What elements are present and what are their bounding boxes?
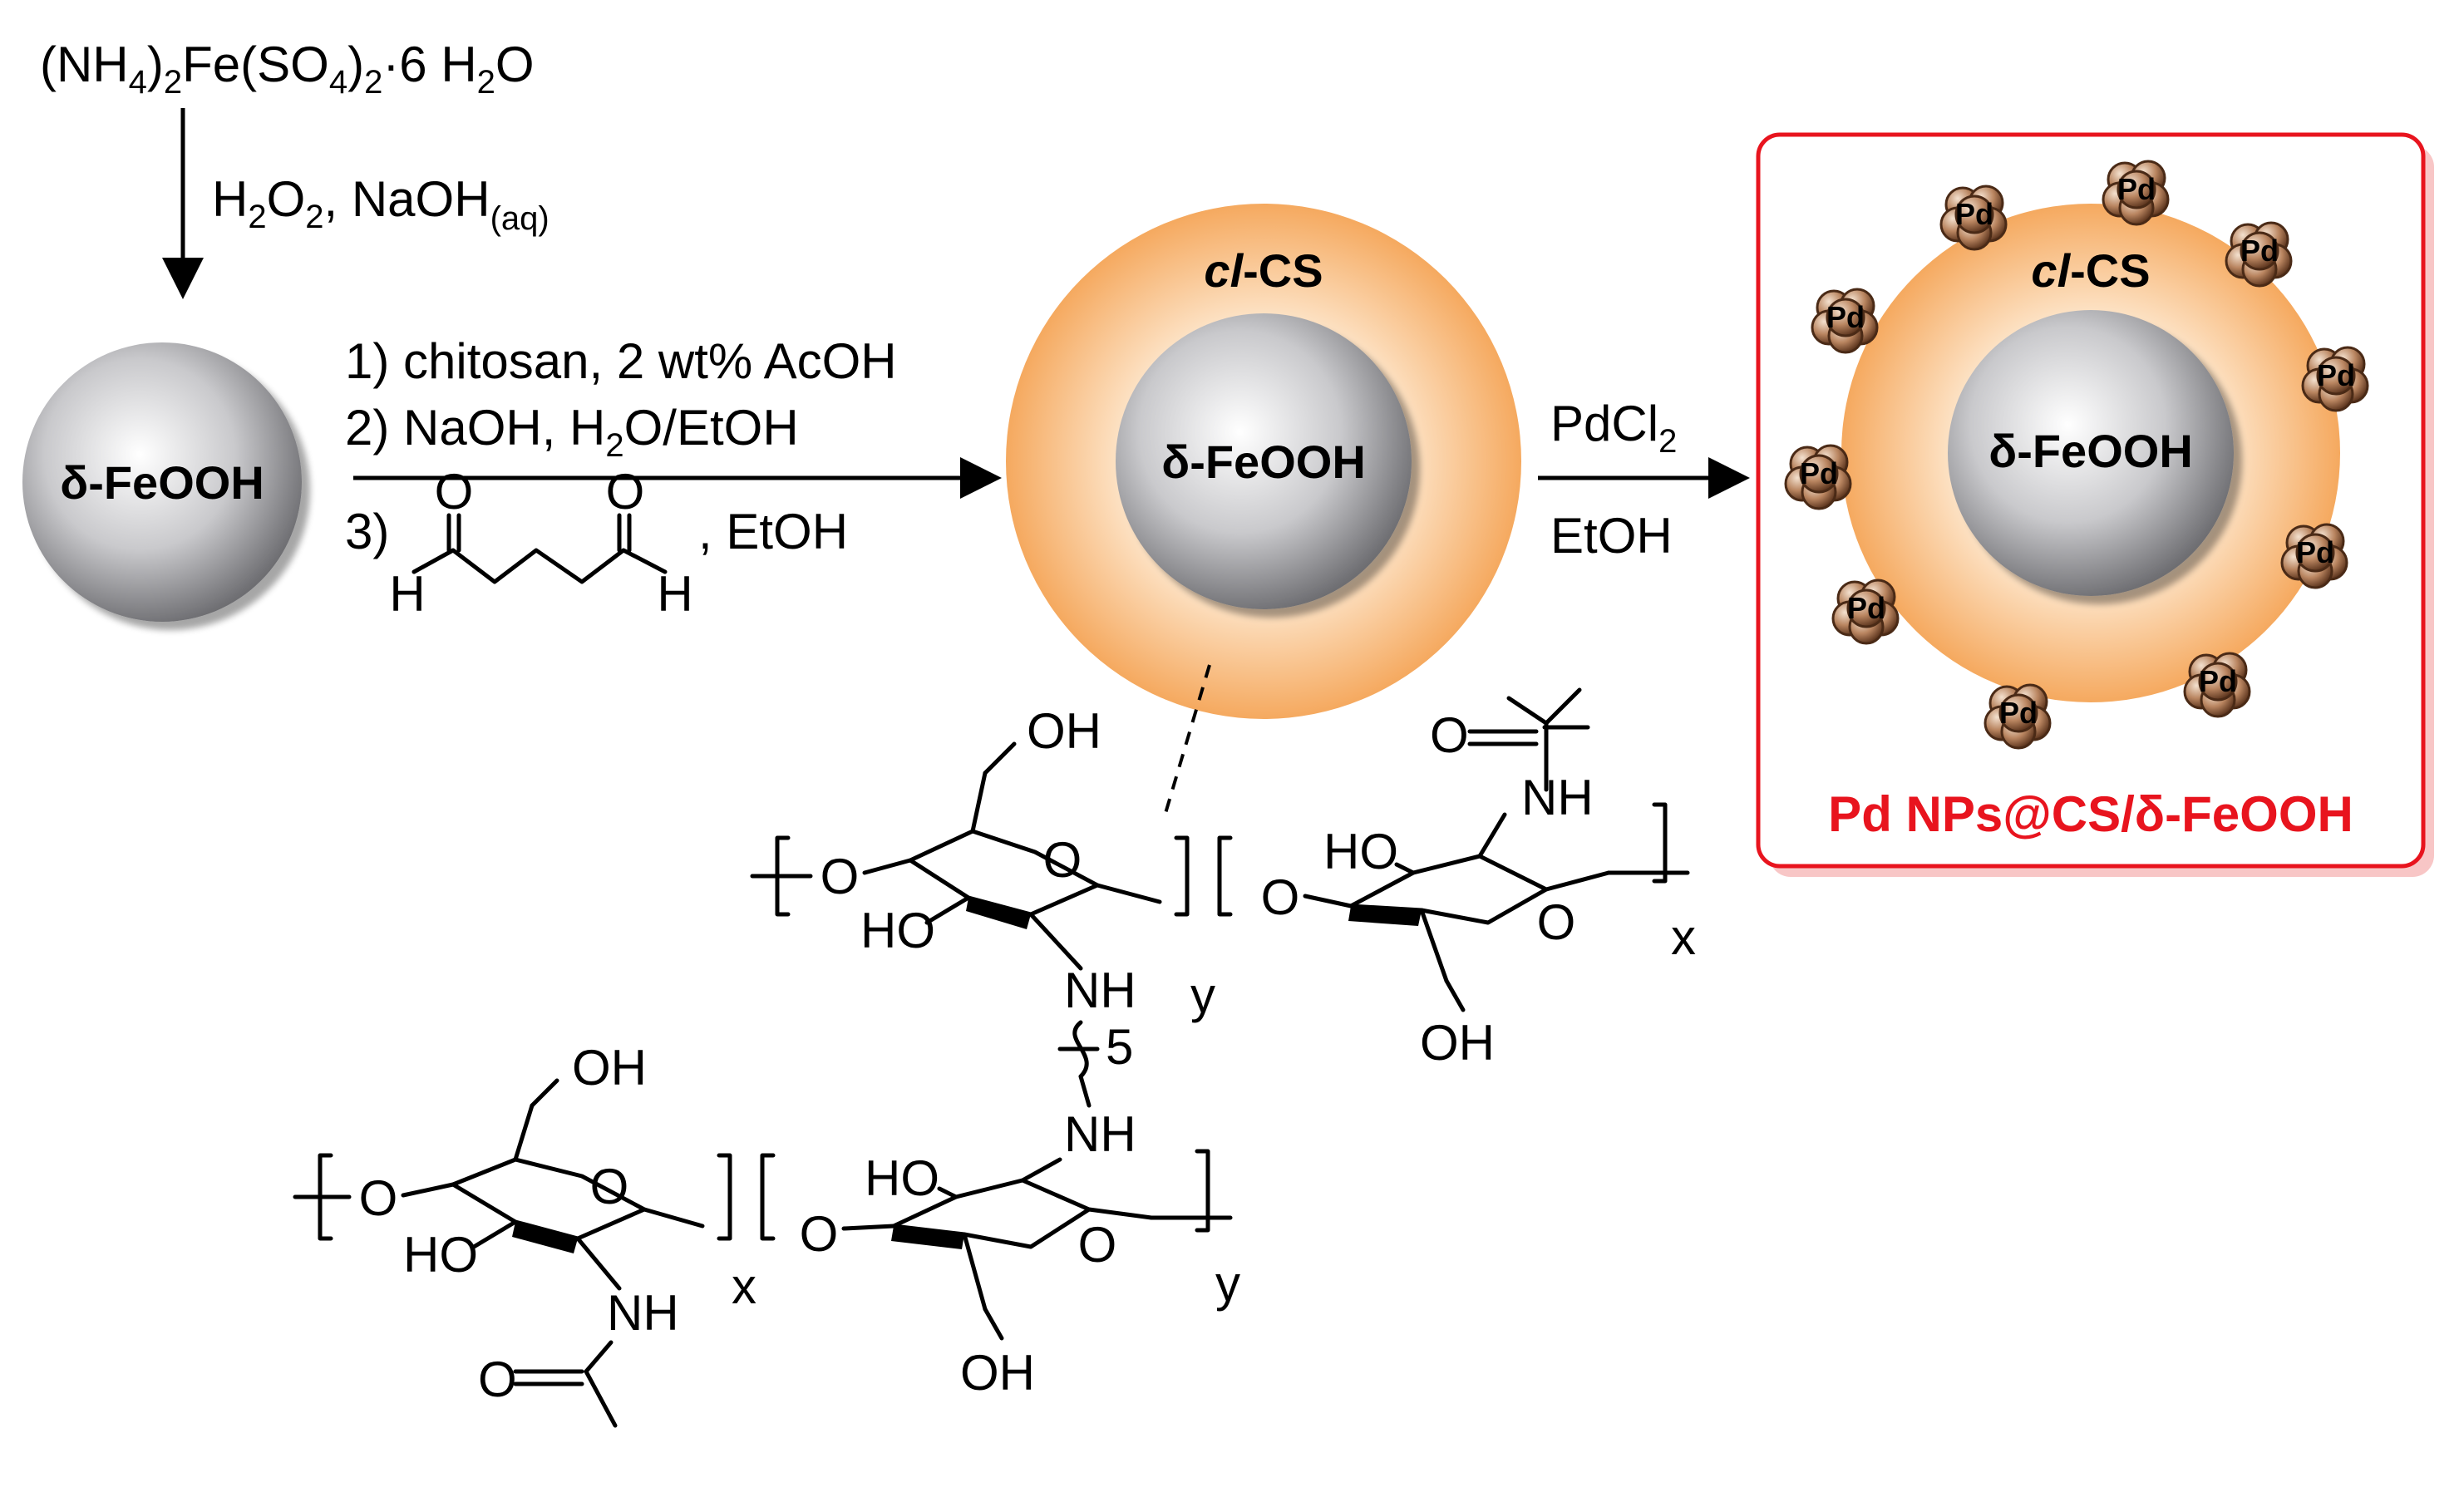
core-label-2: δ-FeOOH <box>1161 436 1366 488</box>
glut-o-right: O <box>606 464 645 520</box>
step3-line1: PdCl2 <box>1550 396 1677 460</box>
atom-o: O <box>821 849 860 904</box>
atom-ho: HO <box>860 903 935 958</box>
shell-label-1: cl-CS <box>1204 244 1323 297</box>
subscript-y: y <box>1215 1256 1240 1312</box>
atom-oh: OH <box>1027 703 1101 759</box>
carbonyl-oxygen: O <box>1430 707 1469 763</box>
pd-label: Pd <box>2240 234 2279 268</box>
atom-ho: HO <box>403 1227 478 1283</box>
pd-label: Pd <box>2317 358 2355 392</box>
carbonyl-oxygen: O <box>478 1352 517 1407</box>
step2-line1: 1) chitosan, 2 wt% AcOH <box>345 333 897 389</box>
step2-line2: 2) NaOH, H2O/EtOH <box>345 400 799 464</box>
glutaraldehyde-structure: O O H H <box>389 464 692 622</box>
atom-oh: OH <box>960 1345 1035 1401</box>
product-title: Pd NPs@CS/δ-FeOOH <box>1828 786 2353 842</box>
pd-nanoparticles: Pd Pd Pd Pd Pd Pd Pd Pd Pd Pd <box>1784 160 2369 750</box>
glut-o-left: O <box>435 464 474 520</box>
atom-oh: OH <box>572 1040 647 1096</box>
core-shell-particle <box>1006 204 1521 719</box>
step2-line3-tail: , EtOH <box>698 504 848 559</box>
linker-chain: 5 NH <box>1057 1019 1136 1162</box>
subscript-x: x <box>732 1258 756 1314</box>
atom-o: O <box>359 1170 398 1226</box>
step2-line3-number: 3) <box>345 504 389 559</box>
core-label-1: δ-FeOOH <box>60 456 264 509</box>
step1-reagents: H2O2, NaOH(aq) <box>212 171 549 237</box>
chitosan-structure-upper: O OH O HO NH y O HO NH O O <box>750 687 1696 1071</box>
subscript-x: x <box>1671 909 1696 965</box>
subscript-5: 5 <box>1106 1019 1133 1075</box>
ring-oxygen: O <box>1537 894 1576 950</box>
glut-h-left: H <box>389 566 425 622</box>
pd-label: Pd <box>2199 664 2237 698</box>
structure-connector <box>1162 664 1211 820</box>
atom-o: O <box>800 1206 839 1262</box>
product-box <box>1756 132 2434 877</box>
glut-h-right: H <box>657 566 692 622</box>
ring-oxygen: O <box>1043 832 1082 888</box>
pd-label: Pd <box>1999 696 2038 730</box>
atom-nh: NH <box>1064 1106 1136 1162</box>
pd-label: Pd <box>1826 300 1865 334</box>
precursor-formula: (NH4)2Fe(SO4)2·6 H2O <box>40 37 535 101</box>
atom-nh: NH <box>1521 770 1594 825</box>
subscript-y: y <box>1190 968 1215 1023</box>
pd-label: Pd <box>1847 591 1885 625</box>
ring-oxygen: O <box>1078 1217 1117 1273</box>
core-label-3: δ-FeOOH <box>1988 425 2193 477</box>
pd-label: Pd <box>2296 535 2334 569</box>
pd-label: Pd <box>1955 197 1993 231</box>
ring-oxygen: O <box>590 1159 629 1214</box>
atom-o: O <box>1261 869 1300 925</box>
atom-nh: NH <box>607 1285 679 1341</box>
atom-nh: NH <box>1064 963 1136 1018</box>
atom-oh: OH <box>1420 1015 1495 1071</box>
step3-line2: EtOH <box>1550 508 1673 564</box>
atom-ho: HO <box>865 1150 939 1206</box>
atom-ho: HO <box>1323 824 1398 879</box>
chitosan-structure-lower: O OH O HO NH O x O HO O OH y <box>293 1040 1240 1428</box>
pd-label: Pd <box>1800 456 1838 490</box>
shell-label-2: cl-CS <box>2031 244 2150 297</box>
pd-label: Pd <box>2117 172 2156 206</box>
core-particle-1 <box>22 342 302 622</box>
